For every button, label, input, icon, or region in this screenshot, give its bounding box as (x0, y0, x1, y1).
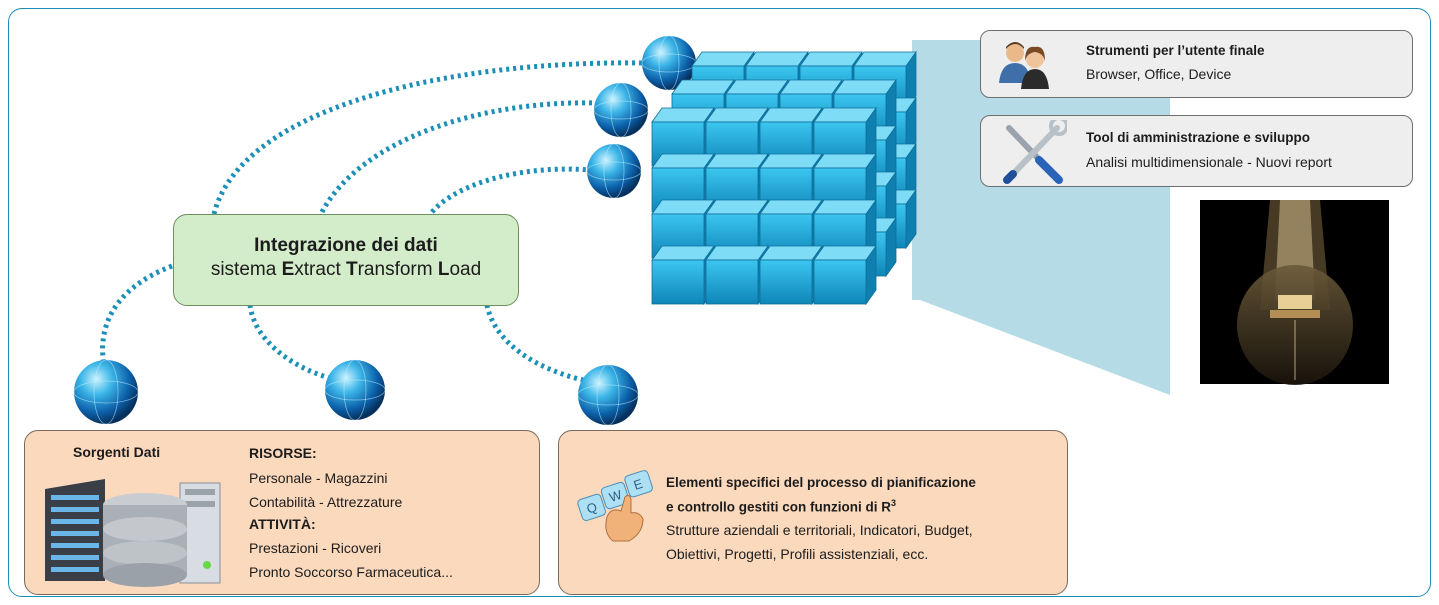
etl-sub-letter: L (437, 259, 450, 280)
key-q: Q (585, 499, 599, 516)
risorse-line: Contabilità - Attrezzature (249, 494, 403, 510)
cube-block (651, 244, 715, 306)
cube-block (759, 244, 823, 306)
sources-title: Sorgenti Dati (73, 444, 161, 460)
etl-subtitle: sistema Extract Transform Load (174, 259, 518, 281)
connector-line (247, 304, 331, 381)
admin-tools-card: Tool di amministrazione e sviluppo Anali… (980, 115, 1413, 187)
planning-elements-box: Q W E Elementi specifici del processo di… (558, 430, 1068, 595)
planning-line: Obiettivi, Progetti, Profili assistenzia… (666, 546, 929, 562)
card-title: Tool di amministrazione e sviluppo (1086, 130, 1311, 145)
cube-block (813, 244, 877, 306)
brain-image (1200, 200, 1389, 385)
server-database-icon (35, 469, 245, 590)
keyboard-hand-icon: Q W E (577, 467, 667, 550)
globe-icons (73, 35, 697, 426)
connector-line (319, 100, 598, 214)
key-w: W (607, 487, 624, 505)
etl-box: Integrazione dei dati sistema Extract Tr… (173, 214, 519, 306)
connector-line (100, 263, 173, 366)
attivita-line: Prestazioni - Ricoveri (249, 540, 382, 556)
attivita-label: ATTIVITÀ: (249, 516, 316, 532)
connector-line (430, 166, 591, 214)
connector-line (211, 60, 646, 215)
card-subtitle: Analisi multidimensionale - Nuovi report (1086, 154, 1332, 170)
etl-sub-part: oad (449, 259, 482, 280)
planning-title-2: e controllo gestiti con funzioni di R3 (666, 498, 896, 515)
etl-sub-part: ransform (357, 259, 438, 280)
globe-icon (593, 82, 649, 138)
users-icon (995, 39, 1055, 94)
attivita-line: Pronto Soccorso Farmaceutica... (249, 564, 453, 580)
globe-icon (641, 35, 697, 91)
data-cube-icon (651, 50, 917, 306)
tools-icon (1001, 116, 1069, 189)
end-user-tools-card: Strumenti per l’utente finale Browser, O… (980, 30, 1413, 98)
planning-title-2-text: e controllo gestiti con funzioni di R (666, 499, 891, 515)
planning-title-sup: 3 (891, 498, 897, 508)
diagram-frame (8, 8, 1431, 597)
connector-line (484, 304, 584, 383)
etl-sub-part: xtract (294, 259, 346, 280)
etl-sub-letter: T (346, 259, 358, 280)
globe-icon (586, 143, 642, 199)
globe-icon (577, 364, 639, 426)
card-subtitle: Browser, Office, Device (1086, 66, 1232, 82)
planning-title-1: Elementi specifici del processo di piani… (666, 475, 976, 490)
planning-line: Strutture aziendali e territoriali, Indi… (666, 522, 973, 538)
etl-title: Integrazione dei dati (254, 235, 438, 256)
etl-sub-letter: E (281, 259, 295, 280)
card-title: Strumenti per l’utente finale (1086, 43, 1265, 58)
etl-sub-part: sistema (210, 259, 282, 280)
globe-icon (73, 359, 139, 425)
globe-icon (324, 359, 386, 421)
cube-block (705, 244, 769, 306)
data-sources-box: Sorgenti Dati RISORSE: Personale (24, 430, 540, 595)
connector-lines (100, 60, 646, 383)
risorse-line: Personale - Magazzini (249, 470, 388, 486)
risorse-label: RISORSE: (249, 445, 317, 461)
